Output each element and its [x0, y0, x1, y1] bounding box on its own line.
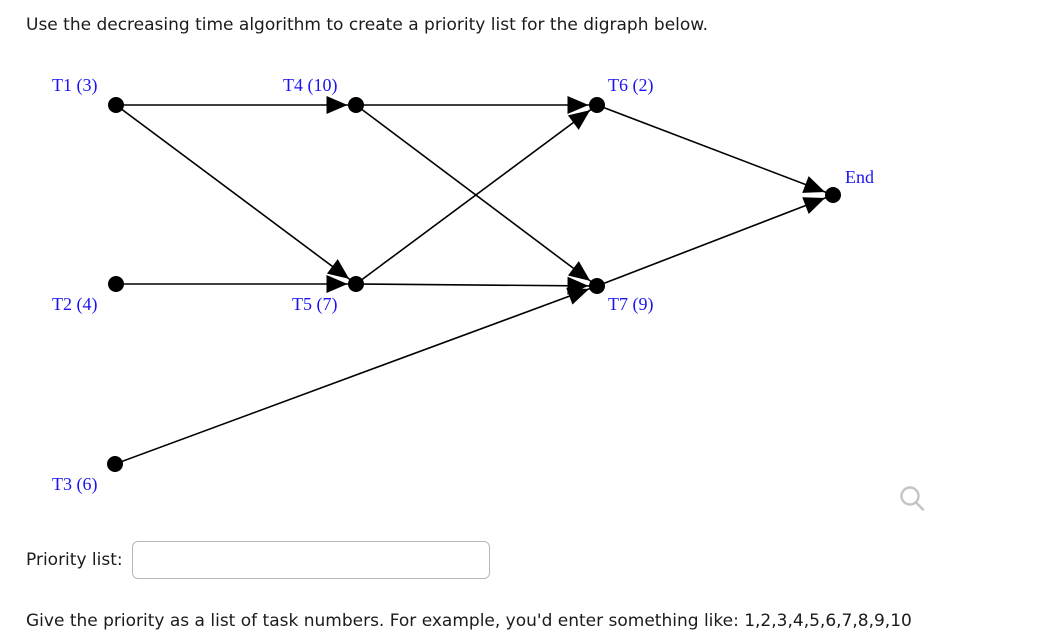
- digraph-node-t7: [589, 278, 605, 294]
- digraph-svg: [107, 96, 841, 472]
- digraph-node-t4: [348, 97, 364, 113]
- digraph-edge-t5-to-t7: [362, 283, 591, 287]
- digraph-node-t1: [108, 97, 124, 113]
- digraph-arrowhead-t1-to-t4: [326, 96, 348, 114]
- digraph-node-t6: [589, 97, 605, 113]
- digraph-node-t2: [108, 276, 124, 292]
- digraph-node-label-t7: T7 (9): [608, 294, 654, 314]
- digraph-edge-t6-to-end: [603, 106, 827, 194]
- digraph-arrowhead-t2-to-t5: [326, 275, 348, 293]
- digraph-node-end: [825, 187, 841, 203]
- priority-list-label: Priority list:: [26, 550, 123, 570]
- digraph-node-t5: [348, 276, 364, 292]
- priority-list-input[interactable]: [131, 541, 490, 579]
- digraph-node-label-t6: T6 (2): [608, 75, 654, 95]
- digraph-edge-t4-to-t7: [361, 108, 592, 283]
- digraph-arrowhead-t4-to-t6: [567, 96, 589, 114]
- digraph-arrowhead-t1-to-t5: [326, 259, 350, 279]
- question-prompt: Use the decreasing time algorithm to cre…: [26, 15, 709, 35]
- question-hint: Give the priority as a list of task numb…: [26, 611, 912, 631]
- digraph-node-label-t4: T4 (10): [283, 75, 338, 95]
- digraph-arrowhead-t3-to-t7: [566, 287, 590, 305]
- digraph-edge-t7-to-end: [603, 196, 827, 285]
- digraph-arrowhead-t6-to-end: [802, 176, 826, 193]
- digraph-node-label-end: End: [845, 167, 874, 187]
- digraph-edge-t5-to-t6: [361, 108, 592, 281]
- answer-row: Priority list:: [26, 538, 490, 582]
- digraph-node-label-t5: T5 (7): [292, 294, 338, 314]
- digraph-node-label-t1: T1 (3): [52, 75, 98, 95]
- digraph-edge-t3-to-t7: [121, 287, 591, 463]
- digraph-node-label-t3: T3 (6): [52, 474, 98, 494]
- digraph-node-t3: [107, 456, 123, 472]
- digraph-arrowhead-t7-to-end: [802, 197, 826, 215]
- digraph-edge-t1-to-t5: [121, 108, 351, 281]
- magnify-icon[interactable]: [896, 483, 930, 517]
- digraph-arrowhead-t5-to-t6: [567, 110, 591, 130]
- digraph-node-label-t2: T2 (4): [52, 294, 98, 314]
- digraph-figure: T1 (3) T4 (10) T6 (2) End T2 (4) T5 (7) T7 (9)…: [0, 55, 1061, 520]
- digraph-arrowhead-t4-to-t7: [568, 261, 591, 281]
